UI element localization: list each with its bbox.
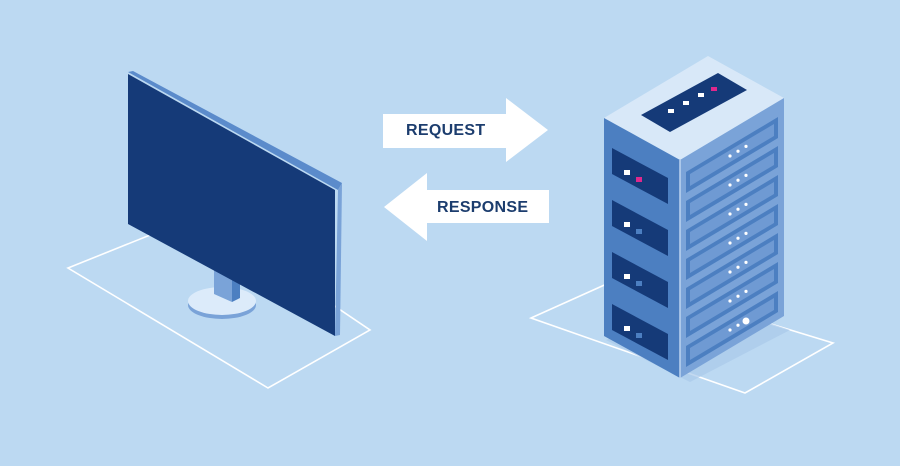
rack-led xyxy=(736,236,740,240)
response-label: RESPONSE xyxy=(437,199,529,216)
request-label: REQUEST xyxy=(406,122,486,139)
response-arrow xyxy=(384,173,549,241)
rack-led xyxy=(728,299,732,303)
monitor-screen xyxy=(128,74,335,336)
rack-led xyxy=(744,260,748,264)
front-drive-bays xyxy=(612,148,668,360)
rack-led xyxy=(728,183,732,187)
request-arrow xyxy=(383,98,548,162)
rack-led xyxy=(736,178,740,182)
monitor-stand xyxy=(214,270,232,302)
server-rack-icon xyxy=(528,56,836,394)
rack-led xyxy=(736,207,740,211)
rack-led xyxy=(736,323,740,327)
rack-led xyxy=(728,328,732,332)
rack-led xyxy=(736,294,740,298)
rack-led xyxy=(744,173,748,177)
rack-led xyxy=(744,202,748,206)
rack-led xyxy=(744,144,748,148)
client-monitor-icon xyxy=(66,71,372,389)
rack-led xyxy=(728,212,732,216)
rack-led xyxy=(728,154,732,158)
server-top-panel xyxy=(641,73,747,132)
power-indicator xyxy=(742,317,750,325)
rack-led xyxy=(728,241,732,245)
rack-led xyxy=(736,265,740,269)
side-rack-units xyxy=(686,117,778,367)
rack-led xyxy=(744,231,748,235)
rack-led xyxy=(736,149,740,153)
rack-led xyxy=(744,289,748,293)
rack-led xyxy=(728,270,732,274)
